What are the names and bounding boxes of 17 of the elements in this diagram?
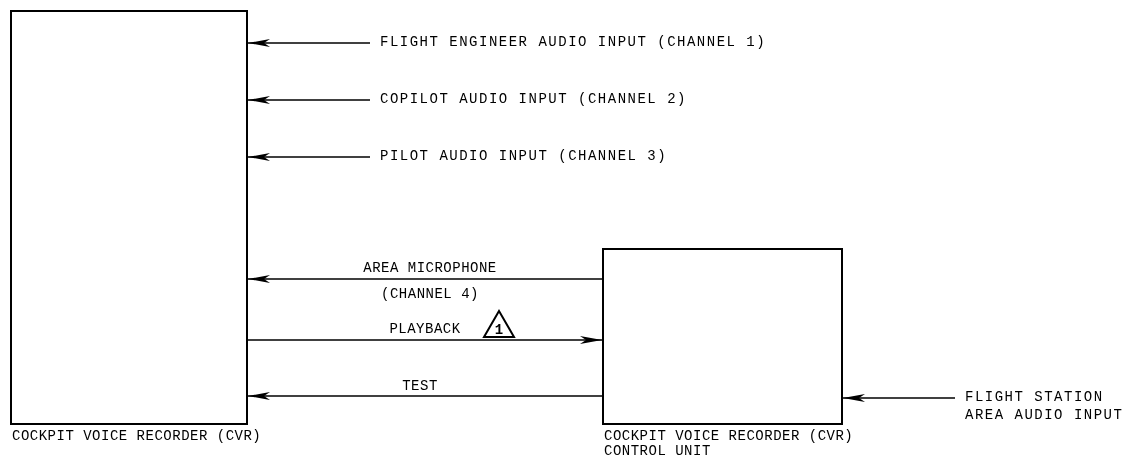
- arrow: [247, 96, 371, 104]
- edge-label: AREA MICROPHONE (CHANNEL 4): [362, 259, 498, 304]
- arrow: [247, 39, 371, 47]
- unit-label: COCKPIT VOICE RECORDER (CVR) CONTROL UNIT: [604, 429, 855, 459]
- edge-label: TEST: [401, 377, 439, 396]
- signal-label: FLIGHT ENGINEER AUDIO INPUT (CHANNEL 1): [380, 33, 770, 53]
- arrow: [247, 153, 371, 161]
- note-flag: 1: [482, 309, 516, 339]
- unit-label: COCKPIT VOICE RECORDER (CVR): [12, 429, 263, 444]
- arrow: [247, 275, 603, 283]
- edge-label: PLAYBACK: [388, 320, 462, 339]
- signal-label: FLIGHT STATION AREA AUDIO INPUT: [965, 388, 1125, 442]
- signal-label: PILOT AUDIO INPUT (CHANNEL 3): [380, 147, 770, 167]
- arrow: [247, 336, 603, 344]
- arrow: [247, 392, 603, 400]
- signal-label: COPILOT AUDIO INPUT (CHANNEL 2): [380, 90, 770, 110]
- arrow: [842, 394, 956, 402]
